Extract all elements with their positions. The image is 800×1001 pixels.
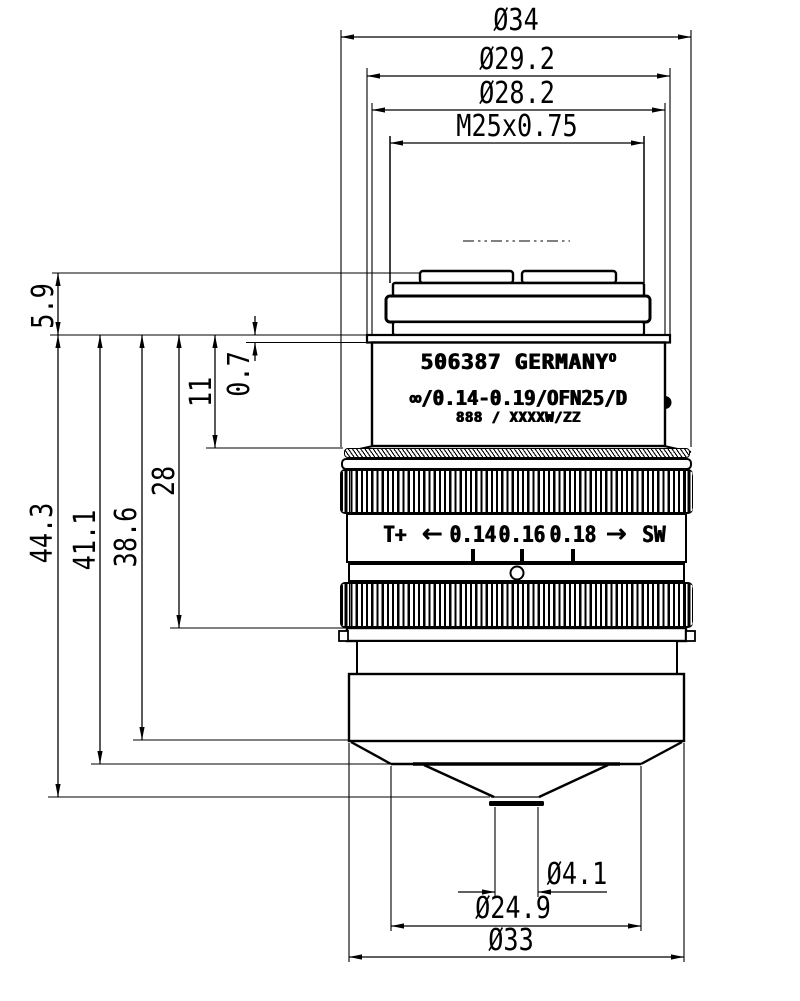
collar-tick	[520, 549, 524, 561]
dim-diameter-34: Ø34	[493, 3, 539, 38]
dim-diameter-4-1: Ø4.1	[546, 857, 608, 892]
engraving-part-number-text: 506387 GERMANY	[420, 350, 609, 374]
dim-44-3: 44.3	[25, 502, 60, 564]
knurl-edge	[683, 584, 693, 626]
knurled-grip-upper	[340, 469, 693, 514]
indicator-dot	[509, 565, 524, 580]
engraving-serial-line: 888 / XXXXW/ZZ	[455, 410, 581, 426]
dim-diameter-24-9: Ø24.9	[475, 891, 551, 926]
collar-value-0-18: 0.18	[549, 523, 597, 548]
hatched-ring	[344, 448, 690, 458]
engraving-superscript: O	[608, 351, 617, 365]
objective-body-outline	[338, 269, 696, 806]
collar-tick	[571, 549, 575, 561]
dim-diameter-33: Ø33	[488, 923, 534, 958]
indicator-band	[348, 563, 685, 582]
collar-tick	[471, 549, 475, 561]
collar-arrow-left-icon: ←	[421, 519, 443, 548]
knurl-edge	[340, 471, 350, 512]
dimension-lines	[55, 34, 691, 960]
dim-0-7: 0.7	[222, 351, 257, 397]
collar-value-0-14: 0.14	[449, 523, 497, 548]
engraving-spec-line: ∞/0.14-0.19/OFN25/D	[409, 386, 628, 410]
dim-41-1: 41.1	[68, 509, 103, 571]
engraving-part-number: 506387 GERMANYO	[372, 352, 665, 373]
engraving-plate: 506387 GERMANYO ∞/0.14-0.19/OFN25/D 888 …	[372, 343, 665, 446]
knurl-edge	[340, 584, 350, 626]
dim-38-6: 38.6	[109, 506, 144, 568]
collar-arrow-right-icon: →	[605, 519, 627, 548]
dim-thread-m25: M25x0.75	[456, 109, 578, 144]
dim-diameter-29-2: Ø29.2	[479, 42, 555, 77]
collar-value-0-16: 0.16	[498, 523, 546, 548]
knurl-edge	[683, 471, 693, 512]
dim-diameter-28-2: Ø28.2	[479, 76, 555, 111]
dim-28: 28	[147, 465, 182, 497]
extension-lines	[48, 30, 692, 962]
knurled-grip-lower	[340, 582, 693, 628]
correction-collar-scale-band: T+ ← 0.14 0.16 0.18 → SW	[346, 513, 687, 563]
collar-label-sw: SW	[642, 523, 666, 548]
collar-label-t-plus: T+	[383, 523, 407, 548]
dim-5-9: 5.9	[26, 283, 61, 329]
dim-11: 11	[184, 376, 219, 408]
